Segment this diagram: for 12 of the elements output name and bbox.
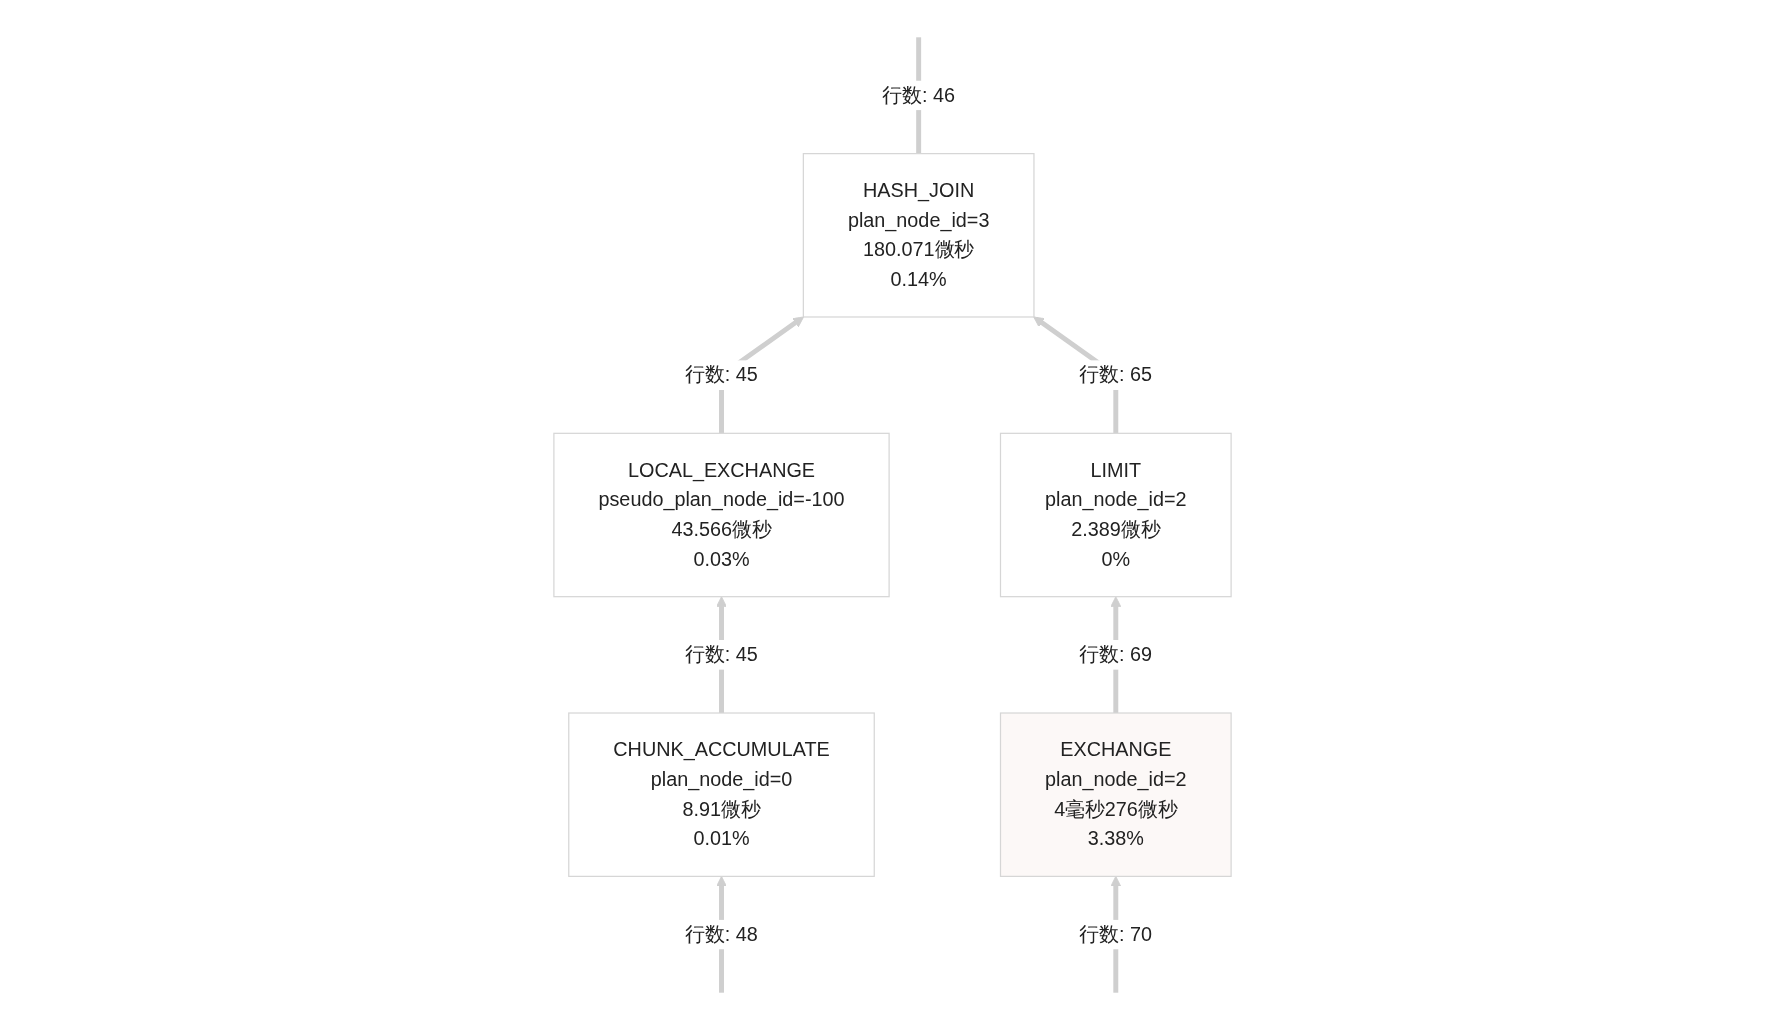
edge-label: 行数: 69 — [1078, 643, 1152, 665]
node-box: HASH_JOIN plan_node_id=3 180.071微秒 0.14% — [802, 153, 1035, 318]
edge-label: 行数: 45 — [684, 643, 758, 665]
edge-label: 行数: 70 — [1078, 923, 1152, 945]
node-box: LOCAL_EXCHANGE pseudo_plan_node_id=-100 43.566微秒 0.03% — [552, 432, 890, 598]
edge-label: 行数: 45 — [684, 364, 758, 386]
node-box: LIMIT plan_node_id=2 2.389微秒 0% — [999, 432, 1232, 598]
edge-label: 行数: 65 — [1078, 364, 1152, 386]
edge-label: 行数: 48 — [684, 923, 758, 945]
node-box: EXCHANGE plan_node_id=2 4毫秒276微秒 3.38% — [999, 712, 1232, 877]
edge-label: 行数: 46 — [881, 84, 955, 106]
node-box: CHUNK_ACCUMULATE plan_node_id=0 8.91微秒 0.01% — [567, 712, 875, 877]
